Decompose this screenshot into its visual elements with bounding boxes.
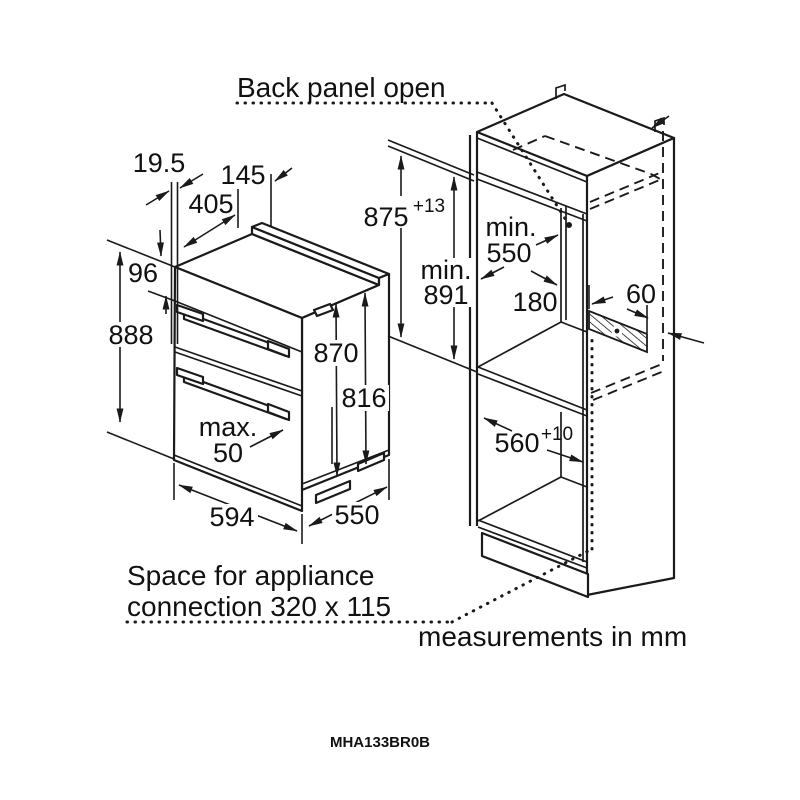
- cabinet-drawing: [468, 83, 676, 599]
- back-panel-dash-top: [544, 135, 652, 175]
- oven-side-bottom-band: [301, 449, 390, 485]
- connection-note-line1: Space for appliance: [127, 560, 375, 591]
- cabinet-plinth: [480, 531, 590, 599]
- lower-floor-depth-edge: [477, 476, 562, 522]
- back-panel-dash-top-left: [512, 135, 546, 151]
- shelf-band-inner: [477, 373, 588, 417]
- dim-60-label: 60: [626, 279, 656, 309]
- leader-back-panel-endpoint: [566, 222, 572, 228]
- upper-handle-right-mount: [266, 339, 291, 359]
- reference-lines: [387, 139, 478, 373]
- dim-50-label: 50: [213, 438, 243, 468]
- lower-handle-left-mount: [175, 366, 205, 386]
- door-gap-line-a: [174, 346, 303, 392]
- connection-note-line2: connection 320 x 115: [127, 591, 391, 622]
- dim-arrow-min550-back: [535, 234, 559, 246]
- dim-875-tolerance: +13: [413, 196, 445, 217]
- worktop-line-outer: [387, 139, 475, 176]
- cabinet-back-left-tab: [555, 83, 566, 99]
- dim-19-5-label: 19.5: [133, 148, 186, 178]
- dim-875-label: 875: [363, 202, 408, 232]
- dotted-leaders: [125, 101, 594, 624]
- dim-min891-prefix: min.: [420, 255, 471, 285]
- dim-arrow-560-right: [546, 449, 584, 463]
- back-panel-dash-rail-a: [589, 171, 663, 203]
- dim-888-label: 888: [108, 320, 153, 350]
- back-panel-dash-rail-b: [589, 178, 663, 210]
- units-note: measurements in mm: [418, 621, 687, 652]
- dim-min891-label: 891: [423, 280, 468, 310]
- dim-870-label: 870: [313, 338, 358, 368]
- shelf-band-outer: [477, 366, 588, 411]
- bottom-band-outer: [477, 519, 588, 563]
- dim-145-label: 145: [220, 160, 265, 190]
- dim-594-label: 594: [209, 502, 254, 532]
- dim-arrow-96-top: [157, 229, 164, 257]
- niche-floor-back-edge: [560, 321, 588, 333]
- dim-line-816: [361, 292, 370, 465]
- back-panel-dash-shelf-a: [590, 363, 663, 394]
- cabinet-rail-bottom-inner: [476, 178, 588, 222]
- dim-arrow-180: [530, 270, 558, 286]
- dim-min550-label: 550: [486, 238, 531, 268]
- ext-total-height-top: [106, 239, 176, 268]
- leader-back-panel-diagonal: [490, 101, 568, 222]
- dim-max-label: max.: [199, 412, 258, 442]
- dim-arrow-60-left: [591, 296, 614, 305]
- extension-lines: [106, 174, 648, 544]
- niche-floor-level-line: [387, 335, 478, 373]
- dim-816-label: 816: [341, 383, 386, 413]
- dim-180-label: 180: [512, 287, 557, 317]
- connection-space-box: [588, 309, 648, 354]
- ext-panel-bottom: [147, 290, 176, 302]
- dim-line-870: [332, 303, 341, 477]
- cabinet-right-side-face: [585, 136, 676, 597]
- dim-arrow-19-right: [179, 173, 204, 189]
- bottom-band-inner: [477, 526, 588, 569]
- dim-560-tolerance: +10: [541, 424, 573, 445]
- dim-405-label: 405: [188, 189, 233, 219]
- oven-rear-foot: [356, 451, 386, 473]
- door-gap-line-b: [174, 351, 303, 397]
- cabinet-top-band: [476, 137, 588, 183]
- dim-arrow-145: [274, 167, 293, 182]
- back-panel-dash-shelf-b: [592, 370, 665, 401]
- lower-door-handle: [175, 366, 291, 422]
- dim-line-405: [183, 214, 236, 248]
- dim-arrow-60-right: [626, 308, 649, 319]
- labels: Back panel open 19.5 145 405 96 888 870 …: [108, 72, 687, 751]
- label-masks: [106, 196, 473, 529]
- back-panel-dashed-outline: [512, 131, 665, 401]
- dim-min550-prefix: min.: [485, 212, 536, 242]
- dim-arrow-top-back-edge: [651, 115, 670, 129]
- leader-connection-diagonal: [450, 547, 594, 624]
- worktop-line-inner: [387, 145, 475, 182]
- ext-total-height-bottom: [106, 431, 175, 460]
- dim-96-label: 96: [128, 258, 158, 288]
- niche-floor-depth-edge: [477, 321, 562, 368]
- dim-arrow-back-panel-edge: [667, 332, 705, 344]
- model-code: MHA133BR0B: [330, 734, 430, 751]
- control-panel-bottom-line: [174, 300, 303, 353]
- dim-arrow-560-left: [483, 417, 513, 432]
- dim-550-label: 550: [334, 500, 379, 530]
- dim-arrow-max50: [249, 429, 284, 448]
- dim-arrow-19-left: [145, 190, 170, 206]
- dim-560-label: 560: [494, 428, 539, 458]
- lower-handle-right-mount: [266, 402, 291, 422]
- upper-door-handle: [175, 303, 291, 359]
- connection-dot: [614, 328, 620, 334]
- dim-arrow-min550-front: [480, 266, 505, 280]
- back-panel-open-label: Back panel open: [237, 72, 446, 103]
- lower-floor-back-edge: [560, 476, 588, 488]
- cabinet-rail-bottom-outer: [476, 171, 588, 215]
